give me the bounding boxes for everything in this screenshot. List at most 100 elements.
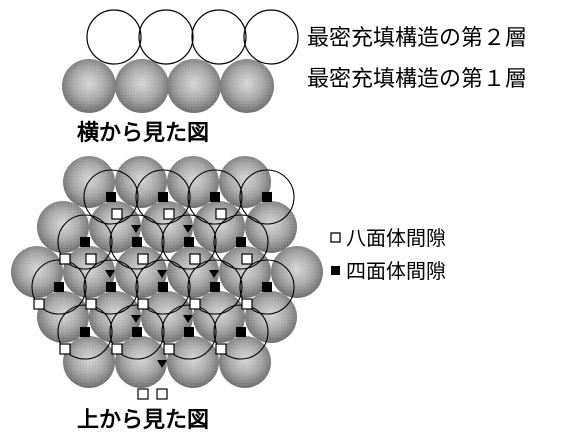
top-layer-circle [109, 304, 165, 360]
octahedral-marker [215, 208, 227, 220]
layer-1-sphere [115, 59, 169, 113]
bottom-sphere [245, 291, 297, 343]
octahedral-marker [241, 253, 253, 265]
top-layer-circle [239, 169, 295, 225]
tetrahedral-marker [131, 225, 141, 233]
sphere-texture [245, 291, 297, 343]
sphere-texture [271, 246, 323, 298]
tetrahedral-marker [183, 225, 193, 233]
tetrahedral-marker [54, 282, 64, 292]
bottom-sphere [115, 336, 167, 388]
tetrahedral-hole-markers [54, 192, 272, 368]
layer-2-sphere [138, 9, 194, 65]
bottom-sphere [245, 201, 297, 253]
layer-2-sphere [243, 9, 299, 65]
layer-1-sphere [167, 59, 221, 113]
top-layer-circle [57, 304, 113, 360]
tetrahedral-marker [262, 192, 272, 202]
layer-1-sphere [62, 59, 116, 113]
tetrahedral-marker [132, 237, 142, 247]
top-layer-circle [31, 259, 87, 315]
layer-1-sphere [220, 59, 274, 113]
bottom-sphere [219, 336, 271, 388]
octahedral-marker [111, 343, 123, 355]
octahedral-marker [241, 298, 253, 310]
bottom-sphere [271, 246, 323, 298]
top-layer-circle [83, 169, 139, 225]
tetrahedral-marker [158, 282, 168, 292]
sphere-texture [220, 59, 274, 113]
tetrahedral-marker [183, 315, 193, 323]
top-layer-circle [109, 214, 165, 270]
layer-2-label: 最密充填構造の第２層 [307, 26, 527, 51]
tetrahedral-marker [80, 327, 90, 337]
top-layer-circle [187, 169, 243, 225]
tetrahedral-marker [105, 270, 115, 278]
octahedral-marker [111, 208, 123, 220]
tetrahedral-marker [262, 282, 272, 292]
side-view-caption: 横から見た図 [77, 121, 209, 146]
octahedral-marker [137, 253, 149, 265]
top-view [11, 156, 323, 400]
octahedral-marker [33, 298, 45, 310]
top-layer-circle [187, 259, 243, 315]
side-layer-1-spheres [62, 59, 274, 113]
legend-tetrahedral-label: 四面体間隙 [346, 259, 446, 283]
tetrahedral-marker [80, 237, 90, 247]
tetrahedral-square-icon [331, 266, 340, 275]
top-layer-2-circles [31, 169, 295, 360]
octahedral-marker [85, 253, 97, 265]
top-layer-circle [57, 214, 113, 270]
top-layer-circle [135, 169, 191, 225]
tetrahedral-marker [236, 327, 246, 337]
octahedral-marker [189, 298, 201, 310]
octahedral-marker [163, 343, 175, 355]
tetrahedral-marker [132, 327, 142, 337]
tetrahedral-marker [131, 315, 141, 323]
sphere-texture [245, 201, 297, 253]
tetrahedral-marker [158, 192, 168, 202]
octahedral-square-icon [330, 232, 341, 243]
tetrahedral-marker [209, 270, 219, 278]
tetrahedral-marker [157, 270, 167, 278]
octahedral-marker [85, 298, 97, 310]
top-layer-circle [213, 214, 269, 270]
sphere-texture [62, 59, 116, 113]
top-layer-circle [161, 304, 217, 360]
sphere-texture [219, 336, 271, 388]
legend: 八面体間隙 四面体間隙 [330, 226, 446, 283]
tetrahedral-marker [210, 192, 220, 202]
octahedral-marker [156, 388, 168, 400]
sphere-texture [167, 336, 219, 388]
octahedral-hole-markers [33, 208, 253, 400]
octahedral-marker [137, 298, 149, 310]
tetrahedral-marker [210, 282, 220, 292]
layer-2-sphere [86, 9, 142, 65]
top-view-caption: 上から見た図 [77, 408, 209, 433]
top-layer-circle [83, 259, 139, 315]
bottom-sphere [167, 336, 219, 388]
side-view [62, 9, 299, 113]
legend-octahedral-label: 八面体間隙 [346, 226, 446, 250]
top-layer-circle [135, 259, 191, 315]
octahedral-marker [163, 208, 175, 220]
octahedral-marker [137, 388, 149, 400]
side-layer-2-spheres [86, 9, 299, 65]
tetrahedral-marker [184, 237, 194, 247]
tetrahedral-marker [184, 327, 194, 337]
octahedral-marker [189, 253, 201, 265]
sphere-texture [167, 59, 221, 113]
sphere-texture [115, 336, 167, 388]
top-layer-circle [161, 214, 217, 270]
octahedral-marker [59, 253, 71, 265]
sphere-texture [63, 336, 115, 388]
tetrahedral-marker [106, 192, 116, 202]
tetrahedral-marker [236, 237, 246, 247]
sphere-texture [115, 59, 169, 113]
octahedral-marker [59, 343, 71, 355]
bottom-sphere [63, 336, 115, 388]
layer-2-sphere [191, 9, 247, 65]
tetrahedral-marker [106, 282, 116, 292]
octahedral-marker [215, 343, 227, 355]
